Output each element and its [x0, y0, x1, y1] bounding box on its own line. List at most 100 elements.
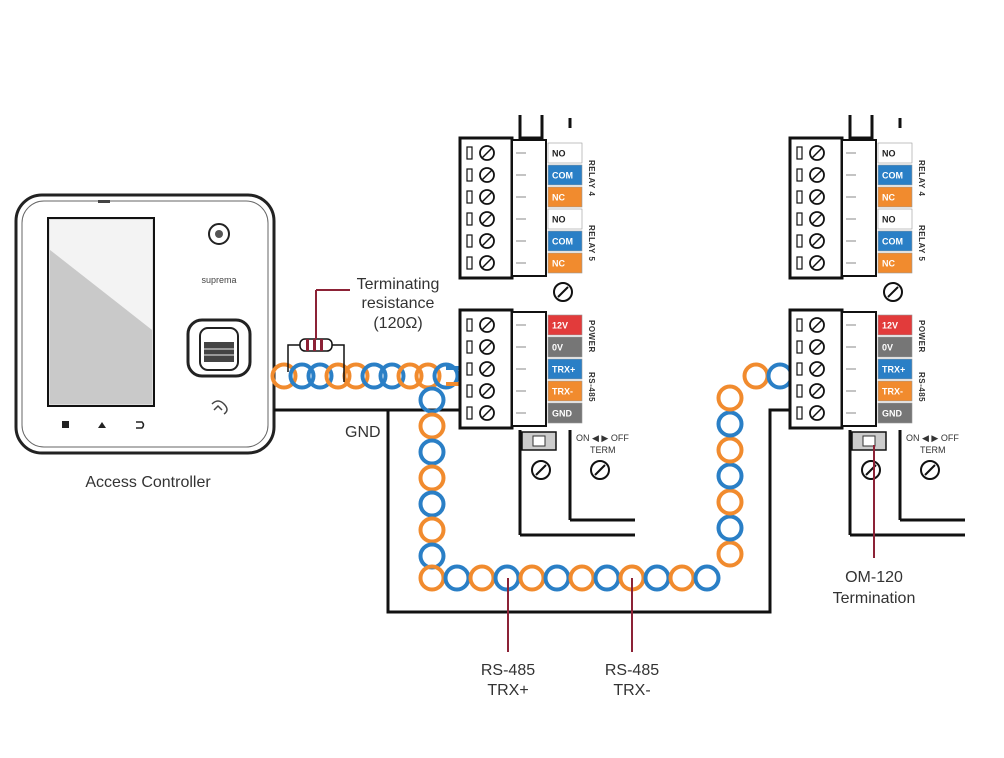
relay5-label: RELAY 5 — [587, 225, 596, 261]
terminal-tag-text: COM — [552, 171, 573, 181]
twisted-pair-loop — [418, 516, 446, 544]
terminal-tag-com — [877, 164, 913, 186]
terminal-tag-text: TRX- — [552, 387, 573, 397]
terminal-slot — [466, 190, 473, 204]
trx-plus-label-line1: RS-485 — [481, 662, 535, 679]
terminal-slot — [466, 406, 473, 420]
terminal-tag-text: NO — [882, 215, 896, 225]
terminal-slot — [796, 362, 803, 376]
term-switch-label: ON ◀ ▶ OFF — [576, 433, 629, 443]
rs485-twisted-pair — [270, 362, 800, 592]
terminal-tag-text: NO — [552, 215, 566, 225]
home-icon — [98, 422, 106, 428]
terminal-slot — [796, 384, 803, 398]
terminal-tag-12v — [877, 314, 913, 336]
twisted-pair-loop — [543, 564, 571, 592]
screw-slot — [811, 407, 823, 419]
callout-lines — [507, 445, 875, 652]
twisted-pair-loop — [518, 564, 546, 592]
screw-slot — [481, 235, 493, 247]
twisted-pair-loop — [443, 564, 471, 592]
screw-slot — [811, 385, 823, 397]
trx-plus-label-line2: TRX+ — [487, 682, 528, 699]
screw-slot — [811, 319, 823, 331]
screw-slot — [811, 257, 823, 269]
terminal-tag-trx — [877, 358, 913, 380]
terminal-slot — [466, 168, 473, 182]
terminating-label-line3: (120Ω) — [373, 315, 422, 332]
terminal-slot — [466, 340, 473, 354]
twisted-pair-loop — [288, 362, 316, 390]
screw-slot — [811, 147, 823, 159]
twisted-pair-loop — [270, 362, 298, 390]
twisted-pair-loop — [324, 362, 352, 390]
terminal-tag-text: GND — [552, 409, 573, 419]
terminal-slot — [466, 146, 473, 160]
terminal-tag-no — [547, 208, 583, 230]
terminal-tag-nc — [877, 186, 913, 208]
terminal-slot — [796, 318, 803, 332]
twisted-pair-loop — [766, 362, 794, 390]
term-label: TERM — [920, 445, 946, 455]
terminal-tag-0v — [877, 336, 913, 358]
screw-slot — [481, 169, 493, 181]
relay-terminal-block — [458, 136, 514, 280]
terminal-tag-text: 12V — [882, 321, 898, 331]
twisted-pair-loop — [418, 386, 446, 414]
screw-slot — [481, 363, 493, 375]
relay5-label: RELAY 5 — [917, 225, 926, 261]
terminal-slot — [796, 256, 803, 270]
terminal-tag-text: COM — [882, 171, 903, 181]
screw-slot — [811, 169, 823, 181]
mount-screw-slot — [535, 464, 547, 476]
twisted-pair-loop — [418, 464, 446, 492]
twisted-pair-loop — [360, 362, 388, 390]
brand-logo: suprema — [201, 275, 236, 285]
terminal-tag-text: 0V — [552, 343, 563, 353]
twisted-pair-loop — [568, 564, 596, 592]
terminal-slot — [466, 256, 473, 270]
term-switch-knob — [862, 435, 876, 447]
terminal-tag-com — [547, 230, 583, 252]
terminal-tag-gnd — [547, 402, 583, 424]
terminal-slot — [796, 146, 803, 160]
terminal-tag-text: NC — [552, 193, 565, 203]
twisted-pair-loop — [468, 564, 496, 592]
terminal-tag-text: NC — [552, 259, 565, 269]
terminal-slot — [466, 362, 473, 376]
twisted-pair-loop — [418, 542, 446, 570]
screw-slot — [811, 213, 823, 225]
twisted-pair-loop — [378, 362, 406, 390]
term-switch-label: ON ◀ ▶ OFF — [906, 433, 959, 443]
terminal-slot — [796, 190, 803, 204]
terminal-tag-text: COM — [882, 237, 903, 247]
terminal-tag-gnd — [877, 402, 913, 424]
twisted-pair-loop — [396, 362, 424, 390]
twisted-pair-loop — [432, 362, 460, 390]
terminal-tag-trx — [547, 380, 583, 402]
terminal-tag-trx — [877, 380, 913, 402]
screw-slot — [481, 319, 493, 331]
twisted-pair-loop — [418, 438, 446, 466]
term-label: TERM — [590, 445, 616, 455]
terminal-slot — [466, 318, 473, 332]
terminal-tag-text: 12V — [552, 321, 568, 331]
twisted-pair-loop — [306, 362, 334, 390]
terminal-tag-text: NO — [552, 149, 566, 159]
terminal-slot — [466, 212, 473, 226]
terminal-tag-com — [877, 230, 913, 252]
twisted-pair-loop — [716, 384, 744, 412]
relay4-label: RELAY 4 — [917, 160, 926, 196]
menu-icon — [62, 421, 69, 428]
terminal-tag-text: TRX- — [882, 387, 903, 397]
twisted-pair-loop — [716, 540, 744, 568]
twisted-pair-loop — [418, 412, 446, 440]
twisted-pair-loop — [716, 462, 744, 490]
screw-slot — [481, 191, 493, 203]
board-top-tab — [848, 115, 874, 140]
terminal-tag-text: NC — [882, 193, 895, 203]
gnd-label: GND — [345, 424, 381, 441]
screw-slot — [811, 341, 823, 353]
power-label: POWER — [587, 320, 596, 353]
fingerprint-sensor — [186, 318, 252, 378]
